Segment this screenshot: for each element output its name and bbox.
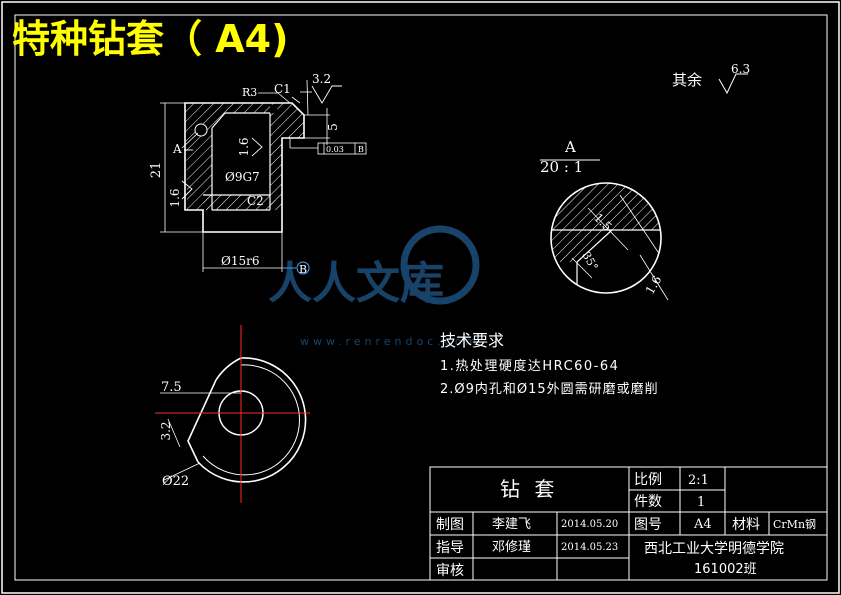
c2-label: C2 [247, 194, 264, 208]
material-value: CrMn钢 [773, 518, 816, 531]
drawn-label: 制图 [436, 517, 464, 533]
drawn-name: 李建飞 [492, 517, 531, 532]
tech-req-item-2: 2.Ø9内孔和Ø15外圆需研磨或磨削 [440, 381, 659, 397]
bore-roughness: 1.6 [237, 137, 251, 156]
bore-fit-label: Ø9G7 [225, 170, 260, 184]
c1-label: C1 [274, 82, 291, 96]
detail-view-a [540, 159, 669, 301]
review-label: 审核 [436, 563, 464, 579]
dim-7-5: 7.5 [161, 380, 182, 395]
drawn-date: 2014.05.20 [561, 519, 618, 530]
main-section-view [160, 79, 367, 275]
drawing-no: A4 [693, 517, 712, 532]
roughness-top: 3.2 [312, 72, 331, 86]
inner-frame [14, 14, 828, 581]
tech-req-heading: 技术要求 [440, 331, 504, 350]
general-roughness-note: 其余 6.3 [672, 62, 750, 95]
dim-5-label: 5 [326, 123, 340, 131]
guide-name: 邓修瑾 [492, 540, 531, 555]
dia-22: Ø22 [162, 474, 189, 489]
tech-req-item-1: 1.热处理硬度达HRC60-64 [440, 358, 619, 374]
tolerance-datum: B [358, 145, 364, 154]
roughness-note-value: 6.3 [731, 62, 750, 76]
tolerance-value: 0.03 [326, 145, 344, 154]
detail-label: A [564, 138, 576, 156]
part-name: 钻 套 [500, 477, 558, 501]
watermark-text: 人人文库 [268, 258, 444, 309]
school-name: 西北工业大学明德学院 [644, 541, 784, 557]
scale-label: 比例 [634, 472, 662, 488]
technical-requirements: 技术要求 1.热处理硬度达HRC60-64 2.Ø9内孔和Ø15外圆需研磨或磨削 [440, 331, 659, 397]
guide-label: 指导 [436, 540, 464, 556]
title-block [429, 466, 828, 581]
guide-date: 2014.05.23 [561, 542, 618, 553]
roughness-note-label: 其余 [672, 71, 702, 89]
scale-value: 2:1 [688, 473, 709, 488]
watermark: 人人文库 www.renrendoc.com [268, 225, 480, 348]
material-label: 材料 [732, 517, 760, 533]
qty-label: 件数 [634, 494, 662, 510]
drawing-title: 特种钻套（ A4) [12, 17, 288, 61]
end-view-labels: 7.5 3.2 Ø22 [159, 380, 189, 489]
drawing-no-label: 图号 [634, 517, 662, 533]
left-roughness: 1.6 [168, 188, 182, 207]
dim-21-label: 21 [149, 162, 164, 179]
class-name: 161002班 [694, 562, 757, 577]
datum-a-label: A [172, 142, 182, 156]
detail-scale: 20 : 1 [540, 158, 583, 176]
main-view-labels: R3 C1 3.2 5 21 A 1.6 1.6 Ø9G7 C2 Ø15r6 B… [149, 72, 364, 276]
qty-value: 1 [697, 495, 705, 510]
od-fit-label: Ø15r6 [221, 254, 259, 268]
dim-3-2: 3.2 [159, 421, 173, 440]
end-view [155, 325, 310, 503]
datum-b-label: B [299, 263, 307, 276]
watermark-url: www.renrendoc.com [300, 335, 480, 348]
r3-label: R3 [242, 86, 257, 99]
title-block-text: 钻 套 比例 2:1 件数 1 制图 李建飞 2014.05.20 图号 A4 … [436, 472, 816, 579]
